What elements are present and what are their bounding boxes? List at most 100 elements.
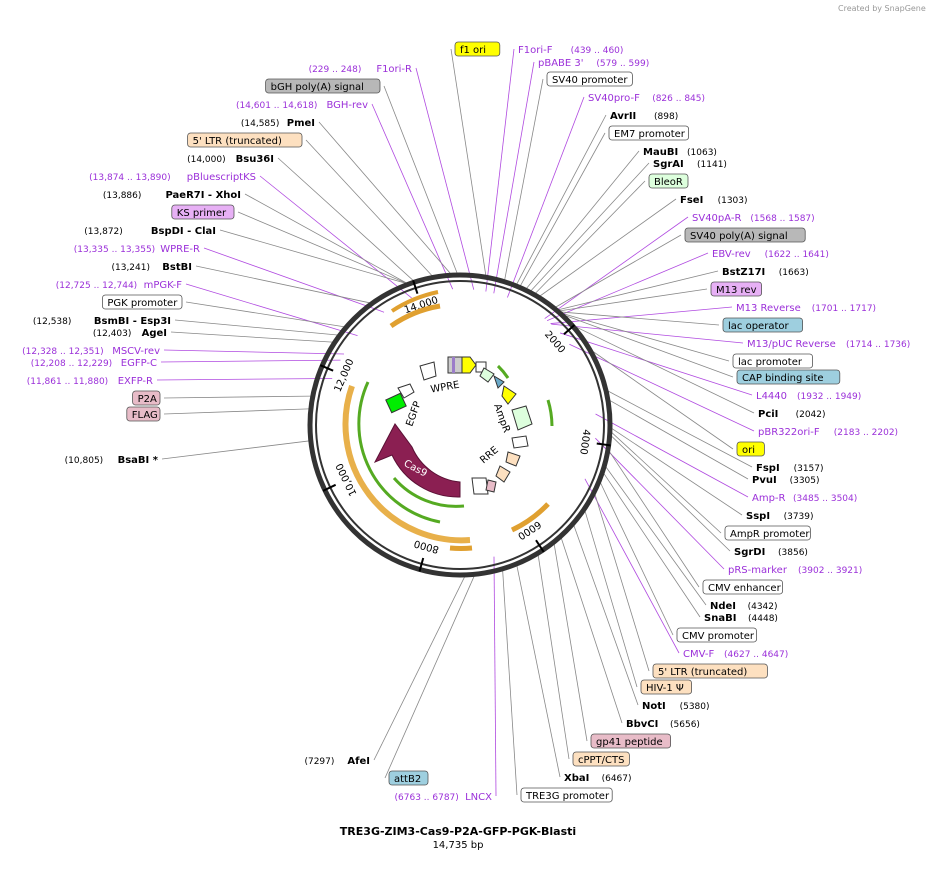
primer-egfp-c[interactable]: EGFP-C xyxy=(121,358,157,369)
feature-box-bgh-poly-a-signal[interactable] xyxy=(265,78,381,94)
feature-box-5-ltr-truncated[interactable] xyxy=(187,132,303,148)
enzyme-bsu36i[interactable]: Bsu36I xyxy=(236,154,274,165)
primer-exfp-r[interactable]: EXFP-R xyxy=(118,376,153,387)
primer-f1ori-r[interactable]: F1ori-R xyxy=(376,64,412,75)
backbone-outer xyxy=(307,272,613,578)
feature-box-sv40-poly-a-signal[interactable] xyxy=(684,227,806,243)
feature-box-hiv-1[interactable] xyxy=(640,679,692,695)
primer-f1ori-f[interactable]: F1ori-F xyxy=(518,45,553,56)
enzyme-noti[interactable]: NotI xyxy=(642,701,666,712)
feature-box-cppt-cts[interactable] xyxy=(572,751,630,767)
primer-mpgk-f[interactable]: mPGK-F xyxy=(144,280,183,291)
primer-l4440[interactable]: L4440 xyxy=(756,391,787,402)
feature-box-em7-promoter[interactable] xyxy=(608,125,689,141)
site-position: (12,725 .. 12,744) xyxy=(56,281,137,291)
leader-line xyxy=(415,67,475,290)
primer-mscv-rev[interactable]: MSCV-rev xyxy=(112,346,160,357)
enzyme-sspi[interactable]: SspI xyxy=(746,511,770,522)
leader-line xyxy=(259,175,412,299)
leader-line xyxy=(237,211,406,284)
hiv-psi-block xyxy=(495,465,511,483)
feature-box-cap-binding-site[interactable] xyxy=(736,369,841,385)
primer-m13-reverse[interactable]: M13 Reverse xyxy=(736,303,801,314)
enzyme-pvui[interactable]: PvuI xyxy=(752,475,777,486)
feature-box-ks-primer[interactable] xyxy=(171,204,235,220)
ori-arrow[interactable] xyxy=(501,385,517,405)
site-position: (229 .. 248) xyxy=(309,65,362,75)
feature-box-ori[interactable] xyxy=(736,441,765,457)
feature-box-lac-promoter[interactable] xyxy=(732,353,813,369)
enzyme-pcii[interactable]: PciI xyxy=(758,409,778,420)
enzyme-bspdi-clai[interactable]: BspDI - ClaI xyxy=(151,226,216,237)
leader-line xyxy=(584,511,638,688)
feature-box-bleor[interactable] xyxy=(648,173,689,189)
primer-bgh-rev[interactable]: BGH-rev xyxy=(326,100,368,111)
enzyme-snabi[interactable]: SnaBI xyxy=(704,613,736,624)
feature-box-cmv-promoter[interactable] xyxy=(676,627,757,643)
enzyme-afei[interactable]: AfeI xyxy=(347,756,370,767)
site-position: (12,403) xyxy=(93,329,132,339)
enzyme-bstz17i[interactable]: BstZ17I xyxy=(722,267,765,278)
enzyme-xbai[interactable]: XbaI xyxy=(564,773,589,784)
primer-pbabe-3[interactable]: pBABE 3' xyxy=(538,58,584,69)
enzyme-pmei[interactable]: PmeI xyxy=(287,118,315,129)
enzyme-sgrai[interactable]: SgrAI xyxy=(653,159,684,170)
enzyme-fspi[interactable]: FspI xyxy=(756,463,780,474)
primer-amp-r[interactable]: Amp-R xyxy=(752,493,786,504)
primer-sv40pro-f[interactable]: SV40pro-F xyxy=(588,93,640,104)
enzyme-bbvci[interactable]: BbvCI xyxy=(626,719,658,730)
enzyme-paer7i-xhoi[interactable]: PaeR7I - XhoI xyxy=(165,190,241,201)
orf-arrow-left-green xyxy=(357,381,441,524)
wpre-stripe xyxy=(452,357,455,373)
enzyme-agei[interactable]: AgeI xyxy=(142,328,167,339)
feature-box-gp41-peptide[interactable] xyxy=(590,733,671,749)
primer-ebv-rev[interactable]: EBV-rev xyxy=(712,249,751,260)
feature-label-cmv-promoter: CMV promoter xyxy=(682,631,755,642)
f1-ori-arrow[interactable] xyxy=(461,356,477,374)
enzyme-ndei[interactable]: NdeI xyxy=(710,601,736,612)
feature-box-flag[interactable] xyxy=(126,406,161,422)
egfp-arrow[interactable] xyxy=(385,392,407,414)
leader-line xyxy=(318,121,451,274)
egfp-label: EGFP xyxy=(404,400,423,428)
feature-box-lac-operator[interactable] xyxy=(722,317,803,333)
feature-box-5-ltr-truncated[interactable] xyxy=(652,663,768,679)
leader-line xyxy=(560,538,623,724)
feature-box-sv40-promoter[interactable] xyxy=(546,71,633,87)
primer-pbr322ori-f[interactable]: pBR322ori-F xyxy=(758,427,820,438)
enzyme-bsabi[interactable]: BsaBI * xyxy=(118,455,159,466)
feature-box-f1-ori[interactable] xyxy=(454,41,501,57)
primer-prs-marker[interactable]: pRS-marker xyxy=(728,565,788,576)
enzyme-avrii[interactable]: AvrII xyxy=(610,111,636,122)
primer-lncx[interactable]: LNCX xyxy=(465,792,492,803)
leader-line xyxy=(520,132,606,286)
feature-box-pgk-promoter[interactable] xyxy=(102,294,183,310)
leader-line xyxy=(516,114,607,285)
primer-wpre-r[interactable]: WPRE-R xyxy=(160,244,200,255)
primer-sv40pa-r[interactable]: SV40pA-R xyxy=(692,213,741,224)
site-position: (5656) xyxy=(670,720,700,730)
feature-label-sv40-promoter: SV40 promoter xyxy=(552,75,628,86)
enzyme-maubi[interactable]: MauBI xyxy=(643,147,678,158)
primer-pbluescriptks[interactable]: pBluescriptKS xyxy=(187,172,256,183)
primer-m13-puc-reverse[interactable]: M13/pUC Reverse xyxy=(747,339,836,350)
feature-box-ampr-promoter[interactable] xyxy=(724,525,811,541)
cas9-arrow[interactable] xyxy=(373,423,461,498)
leader-line xyxy=(163,395,311,399)
primer-cmv-f[interactable]: CMV-F xyxy=(683,649,714,660)
feature-box-tre3g-promoter[interactable] xyxy=(520,787,613,803)
leader-line xyxy=(600,482,674,636)
feature-box-m13-rev[interactable] xyxy=(710,281,762,297)
ampr-arrow[interactable] xyxy=(511,405,533,431)
enzyme-bsmbi-esp3i[interactable]: BsmBI - Esp3I xyxy=(94,316,171,327)
leader-line xyxy=(558,270,719,311)
enzyme-fsei[interactable]: FseI xyxy=(680,195,703,206)
feature-box-attb2[interactable] xyxy=(388,770,429,786)
leader-line xyxy=(546,252,709,321)
feature-box-p2a[interactable] xyxy=(132,390,161,406)
leader-line xyxy=(609,451,700,588)
enzyme-bstbi[interactable]: BstBI xyxy=(162,262,192,273)
enzyme-sgrdi[interactable]: SgrDI xyxy=(734,547,765,558)
site-position: (1714 .. 1736) xyxy=(846,340,910,350)
feature-box-cmv-enhancer[interactable] xyxy=(702,579,783,595)
